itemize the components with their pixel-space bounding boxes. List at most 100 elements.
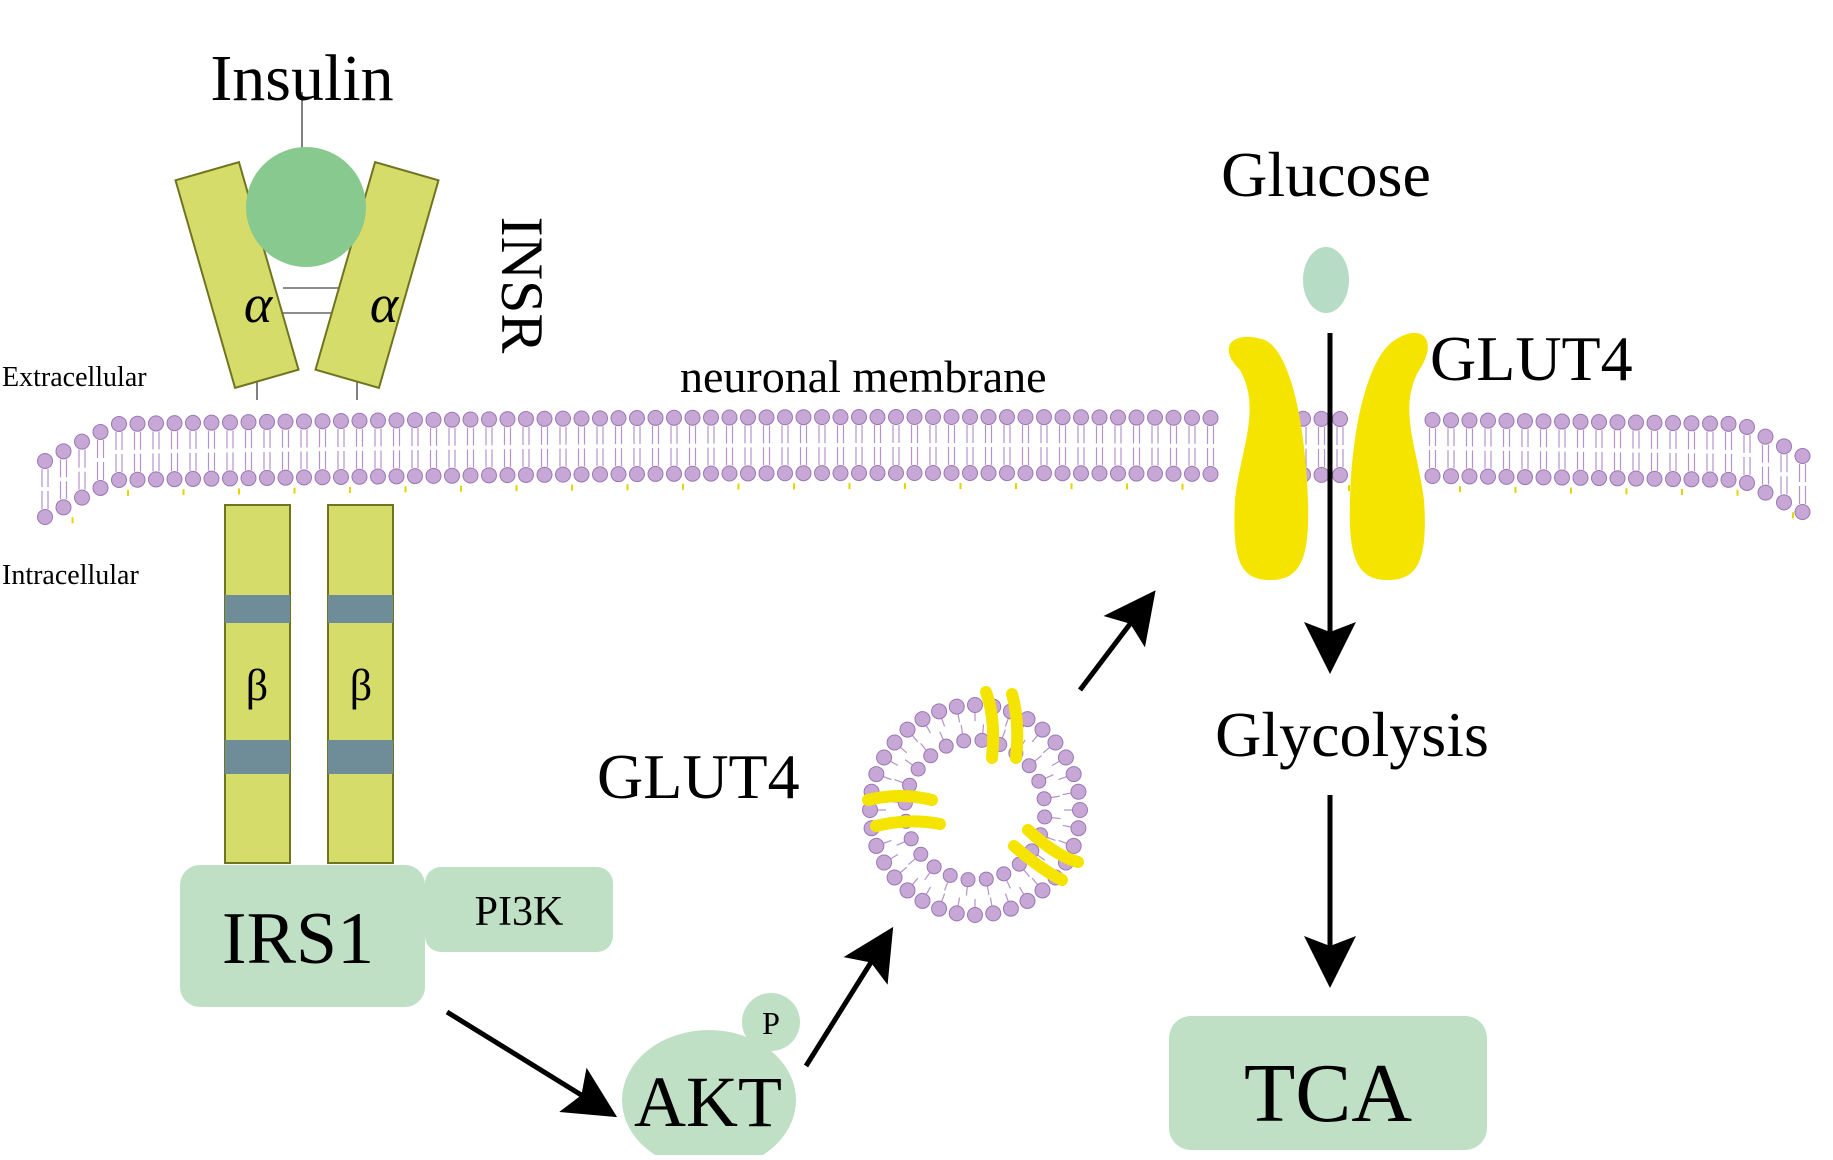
vesicle-lipid-head xyxy=(886,734,903,751)
vesicle-lipid-head xyxy=(996,866,1012,882)
lipid-head xyxy=(1313,410,1330,427)
beta-label-right: β xyxy=(350,661,372,710)
alpha-label-right: α xyxy=(370,274,400,334)
lipid-head xyxy=(1424,412,1441,429)
lipid-head xyxy=(1609,414,1626,431)
lipid-head xyxy=(351,412,368,429)
extracellular-label: Extracellular xyxy=(2,362,147,393)
irs1-box xyxy=(180,865,425,1007)
vesicle-lipid-head xyxy=(942,867,958,883)
vesicle-lipid-head xyxy=(948,905,965,922)
vesicle-lipid-head xyxy=(910,761,926,777)
vesicle-lipid-head xyxy=(868,766,885,783)
lipid-head xyxy=(351,468,368,485)
lipid-head xyxy=(703,465,719,482)
glucose-label: Glucose xyxy=(1221,139,1431,210)
lipid-head xyxy=(203,470,220,487)
lipid-head xyxy=(129,415,146,432)
lipid-head xyxy=(388,468,405,485)
lipid-head xyxy=(1776,494,1792,511)
pi3k-label: PI3K xyxy=(475,889,564,935)
lipid-head xyxy=(240,414,257,431)
lipid-head xyxy=(777,465,793,482)
lipid-head xyxy=(444,411,460,428)
vesicle-lipid-head xyxy=(1065,837,1082,854)
insulin-receptor: α α β β xyxy=(174,92,440,864)
vesicle-lipid-head xyxy=(914,892,931,909)
lipid-head xyxy=(869,465,886,482)
glut4-transporter-right xyxy=(1349,332,1428,580)
lipid-head xyxy=(1609,470,1626,487)
vesicle-lipid-head xyxy=(914,711,931,728)
lipid-head xyxy=(666,465,682,482)
lipid-head xyxy=(1110,409,1126,426)
lipid-head xyxy=(1313,466,1330,483)
beta-band-right-lower xyxy=(328,740,393,774)
lipid-head xyxy=(481,467,497,484)
lipid-head xyxy=(370,468,386,485)
lipid-head xyxy=(314,413,331,430)
lipid-head xyxy=(1720,471,1737,488)
lipid-head xyxy=(795,465,812,482)
lipid-head xyxy=(536,410,553,427)
lipid-head xyxy=(1739,418,1755,435)
vesicle-lipid-head xyxy=(1031,773,1047,789)
lipid-head xyxy=(1443,468,1459,485)
lipid-head xyxy=(185,470,201,487)
lipid-head xyxy=(684,409,701,426)
lipid-head xyxy=(55,499,72,516)
lipid-head xyxy=(962,409,978,426)
lipid-head xyxy=(1535,413,1552,430)
lipid-head xyxy=(1424,468,1441,485)
lipid-head xyxy=(666,409,682,426)
lipid-head xyxy=(1739,474,1755,491)
lipid-head xyxy=(1332,411,1348,428)
lipid-head xyxy=(1202,465,1219,482)
lipid-head xyxy=(425,411,442,428)
vesicle-glut4-top-b xyxy=(1006,688,1024,764)
vesicle-lipid-head xyxy=(899,721,916,738)
lipid-head xyxy=(592,410,608,427)
lipid-head xyxy=(1757,484,1774,501)
lipid-head xyxy=(1128,465,1145,482)
vesicle-lipid-head xyxy=(1034,721,1051,738)
lipid-head xyxy=(296,413,312,430)
lipid-head xyxy=(333,412,349,429)
vesicle-lipid-head xyxy=(1072,802,1088,818)
arrow-akt-to-vesicle xyxy=(803,926,894,1068)
lipid-head xyxy=(148,471,164,488)
lipid-head xyxy=(240,470,257,487)
lipid-head xyxy=(37,453,53,469)
arrow-irs1-to-akt xyxy=(445,1009,618,1118)
vesicle-lipid-head xyxy=(923,748,939,764)
pi3k-box xyxy=(425,867,613,952)
vesicle-lipid-head xyxy=(985,905,1002,922)
lipid-head xyxy=(925,465,941,482)
lipid-head xyxy=(55,443,72,460)
lipid-head xyxy=(444,467,460,484)
glut4-membrane-label: GLUT4 xyxy=(1430,323,1633,394)
lipid-head xyxy=(536,466,553,483)
beta-band-right-upper xyxy=(328,595,393,623)
vesicle-lipid-tails xyxy=(870,705,1080,915)
vesicle-glut4-right-b xyxy=(1022,824,1084,868)
vesicle-lipid-head xyxy=(1036,791,1052,807)
lipid-head xyxy=(1165,465,1182,482)
lipid-head xyxy=(888,409,904,426)
vesicle-lipid-head xyxy=(913,846,929,862)
lipid-head xyxy=(814,465,830,482)
lipid-head xyxy=(1017,465,1034,482)
lipid-head xyxy=(1665,471,1681,488)
lipid-head xyxy=(832,409,849,426)
glucose-molecule xyxy=(1303,247,1349,313)
lipid-head xyxy=(1572,413,1589,430)
lipid-head xyxy=(166,471,183,488)
lipid-head xyxy=(592,466,608,483)
lipid-head xyxy=(481,411,497,428)
vesicle-lipid-head xyxy=(948,698,965,715)
lipid-head xyxy=(999,465,1015,482)
lipid-head xyxy=(259,413,275,430)
lipid-head xyxy=(832,465,849,482)
vesicle-lipid-head xyxy=(978,871,994,887)
alpha-subunit-right xyxy=(314,160,440,390)
